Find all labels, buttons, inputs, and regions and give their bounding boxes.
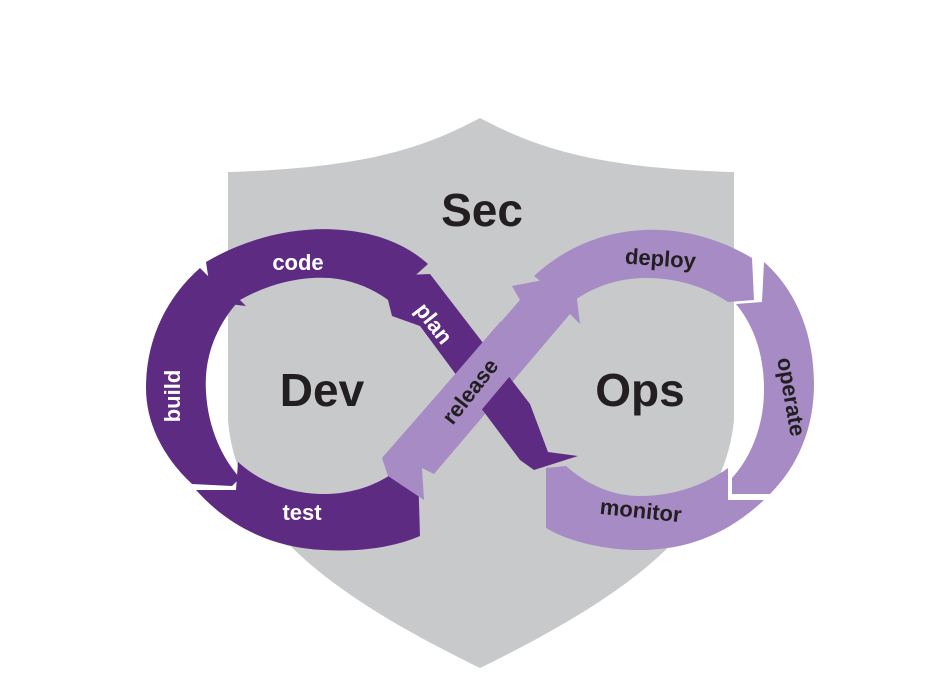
center-title: Sec xyxy=(441,184,523,236)
left-title: Dev xyxy=(280,364,365,416)
segment-operate xyxy=(732,262,814,494)
segment-monitor xyxy=(546,466,764,550)
right-title: Ops xyxy=(595,364,684,416)
label-code: code xyxy=(272,250,323,275)
segment-deploy xyxy=(534,229,754,304)
segment-code xyxy=(206,229,428,306)
label-build: build xyxy=(160,370,185,423)
segment-test xyxy=(196,462,420,551)
label-test: test xyxy=(282,500,322,525)
label-deploy: deploy xyxy=(624,244,697,274)
segment-build xyxy=(146,268,240,486)
segment-release-overlap xyxy=(388,290,574,464)
